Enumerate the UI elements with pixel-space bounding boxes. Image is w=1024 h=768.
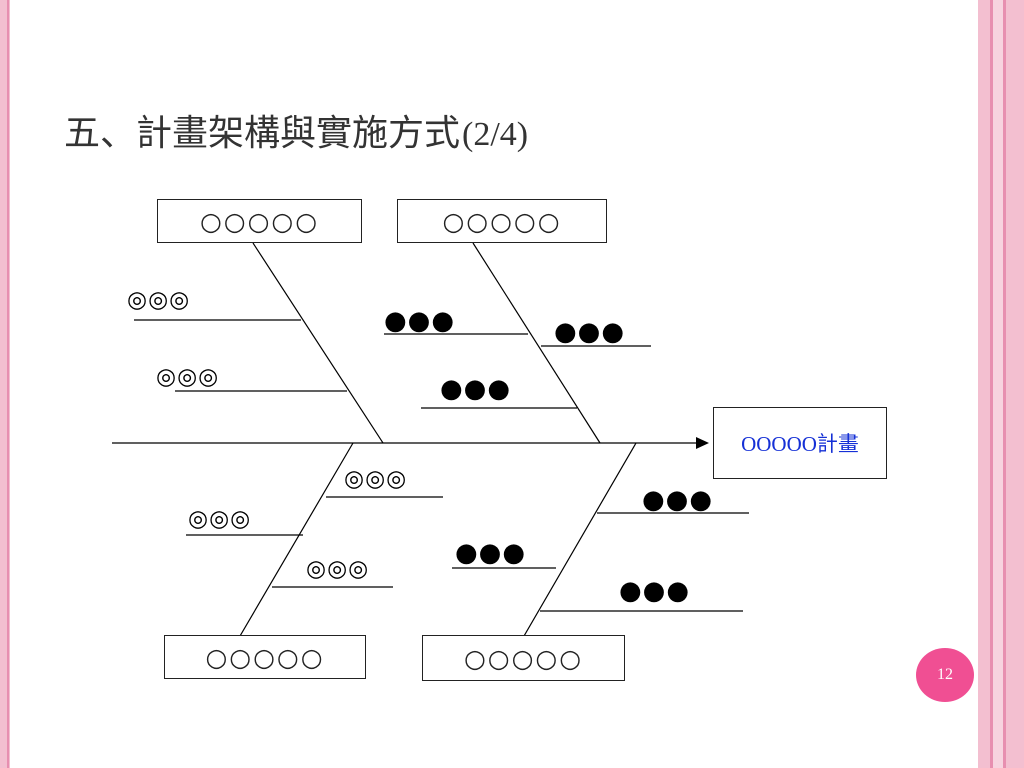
cause-box-top-left: ○○○○○ <box>157 199 362 243</box>
cause-box-top-right: ○○○○○ <box>397 199 607 243</box>
left-border <box>0 0 10 768</box>
label-lower-right-3: ●●● <box>619 576 691 606</box>
label-lower-left-1: ◎◎◎ <box>344 466 408 492</box>
bone-top-left <box>252 242 384 444</box>
label-upper-right-2: ●●● <box>554 317 626 347</box>
label-upper-right-3: ●●● <box>440 374 512 404</box>
label-upper-right-1: ●●● <box>384 306 456 336</box>
slide-title: 五、計畫架構與實施方式(2/4) <box>64 104 528 156</box>
bone-bottom-right <box>523 442 637 637</box>
page-number-badge: 12 <box>916 648 974 702</box>
label-upper-left-1: ◎◎◎ <box>127 287 191 313</box>
bone-top-right <box>472 242 601 444</box>
label-lower-right-2: ●●● <box>455 538 527 568</box>
slide-title-suffix: (2/4) <box>462 116 529 153</box>
label-lower-left-3: ◎◎◎ <box>306 556 370 582</box>
label-lower-right-1: ●●● <box>642 485 714 515</box>
right-border <box>978 0 1024 768</box>
label-lower-left-2: ◎◎◎ <box>188 506 252 532</box>
spine-arrowhead <box>696 437 709 449</box>
cause-box-bottom-left: ○○○○○ <box>164 635 366 679</box>
cause-box-bottom-right: ○○○○○ <box>422 635 625 681</box>
bone-bottom-left <box>239 442 354 637</box>
result-box: OOOOO計畫 <box>713 407 887 479</box>
page-number: 12 <box>937 666 953 683</box>
label-upper-left-2: ◎◎◎ <box>156 364 220 390</box>
slide-title-text: 五、計畫架構與實施方式 <box>64 113 461 154</box>
